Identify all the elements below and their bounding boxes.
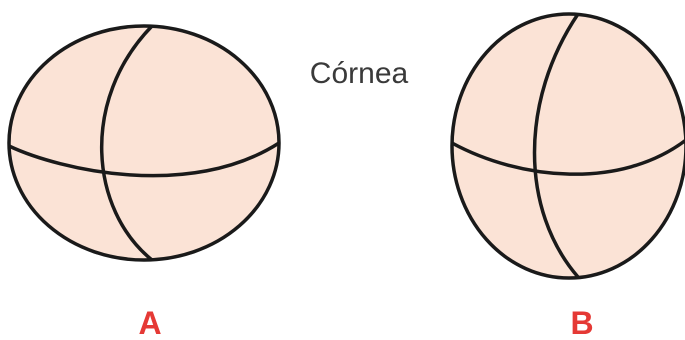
cornea-title: Córnea bbox=[310, 57, 409, 90]
cornea-b-outline bbox=[452, 14, 685, 278]
cornea-b bbox=[452, 14, 685, 278]
panel-label-a: A bbox=[138, 305, 161, 340]
panel-label-b: B bbox=[570, 305, 593, 340]
cornea-a-outline bbox=[9, 26, 279, 260]
cornea-a bbox=[9, 26, 279, 260]
